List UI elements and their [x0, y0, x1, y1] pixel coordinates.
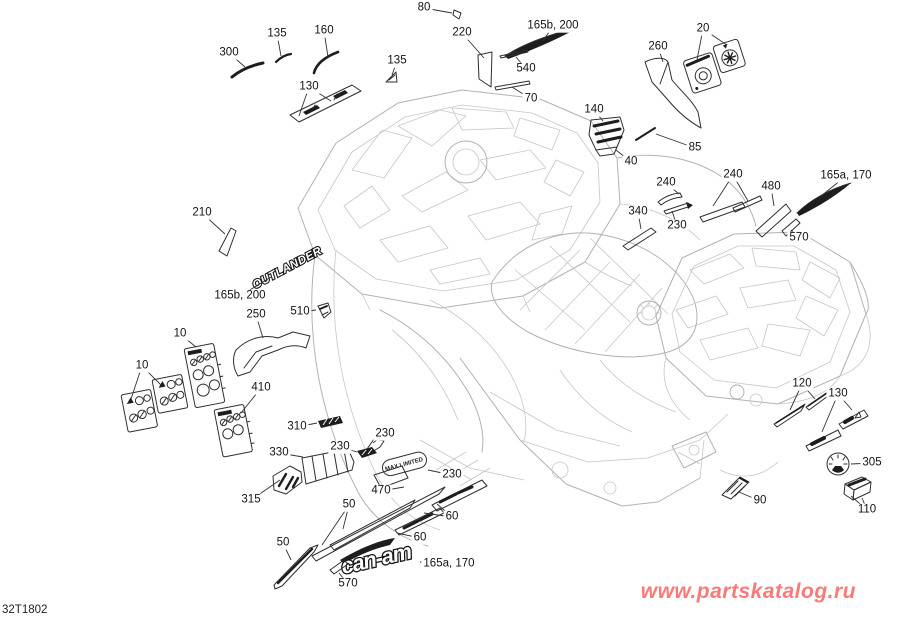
decal-240-strips-right	[699, 195, 763, 223]
decal-480-panel	[755, 203, 792, 238]
callout-130: 130	[297, 80, 321, 94]
callout-10: 10	[171, 327, 189, 341]
callout-165a-170: 165a, 170	[421, 557, 477, 571]
decal-570-small	[329, 559, 349, 575]
callout-410: 410	[249, 381, 273, 395]
callout-310: 310	[285, 420, 309, 434]
callout-570: 570	[336, 577, 360, 591]
callout-510: 510	[288, 305, 312, 319]
callout-230: 230	[373, 427, 397, 441]
callout-165b-200: 165b, 200	[525, 19, 581, 33]
callout-50: 50	[274, 536, 292, 550]
callout-165a-170: 165a, 170	[818, 169, 874, 183]
decal-300-swoosh	[230, 61, 265, 79]
decal-220-panel	[477, 51, 493, 88]
decal-10-warning-card-mid	[151, 374, 189, 414]
callout-480: 480	[759, 180, 783, 194]
callout-60: 60	[443, 510, 461, 524]
decal-80-sliver	[452, 9, 462, 20]
decal-510-small	[317, 302, 332, 319]
decal-135-triangle	[385, 71, 398, 83]
callout-135: 135	[265, 27, 289, 41]
watermark-link[interactable]: www.partskatalog.ru	[640, 580, 856, 603]
callout-220: 220	[450, 26, 474, 40]
decal-50-blade-long	[311, 486, 446, 562]
callout-110: 110	[855, 503, 879, 517]
decal-160-swoosh	[312, 50, 340, 75]
callout-570: 570	[787, 231, 811, 245]
decal-85-strip	[635, 127, 656, 141]
callout-50: 50	[340, 498, 358, 512]
decal-140-striped-cap	[588, 116, 625, 157]
callout-540: 540	[514, 62, 538, 76]
callout-80: 80	[415, 1, 433, 15]
callout-120: 120	[790, 377, 814, 391]
decal-410-warning-card	[213, 404, 255, 458]
callout-20: 20	[694, 22, 712, 36]
decal-340-panel	[622, 227, 657, 251]
callout-230: 230	[440, 468, 464, 482]
callout-240: 240	[654, 176, 678, 190]
callout-340: 340	[626, 205, 650, 219]
callout-240: 240	[721, 168, 745, 182]
decal-230-dark-piece	[357, 447, 377, 458]
decal-310-strip	[318, 416, 343, 428]
decal-130-strips-right	[805, 409, 869, 452]
callout-210: 210	[190, 206, 214, 220]
callout-40: 40	[622, 155, 640, 169]
callout-10: 10	[133, 359, 151, 373]
decal-240-curved-left	[657, 192, 683, 206]
decal-90-card	[721, 476, 750, 500]
callout-300: 300	[217, 46, 241, 60]
callout-260: 260	[646, 40, 670, 54]
atv-line-art	[297, 89, 871, 547]
callout-230: 230	[328, 440, 352, 454]
callout-330: 330	[267, 446, 291, 460]
decal-50-blade-left	[273, 544, 319, 590]
callout-160: 160	[312, 24, 336, 38]
decal-470-panel	[373, 465, 409, 489]
callout-90: 90	[751, 494, 769, 508]
decal-70-strip	[494, 80, 531, 91]
callout-230: 230	[665, 219, 689, 233]
decal-135-swoosh-left	[274, 52, 293, 64]
callout-85: 85	[686, 141, 704, 155]
decal-210-panel	[218, 227, 237, 257]
callout-130: 130	[826, 387, 850, 401]
decal-10-warning-card-large	[183, 343, 226, 409]
decal-540-strip	[499, 49, 529, 59]
decal-305-gauge	[826, 452, 850, 476]
callout-135: 135	[385, 54, 409, 68]
decal-230-strip-top	[663, 202, 693, 215]
callout-165b-200: 165b, 200	[212, 289, 268, 303]
callout-315: 315	[239, 493, 263, 507]
callout-250: 250	[244, 308, 268, 322]
decal-570-panel-right	[781, 218, 801, 237]
callout-305: 305	[860, 456, 884, 470]
callout-60: 60	[411, 531, 429, 545]
drawing-code: 32T1802	[2, 604, 48, 616]
callout-470: 470	[369, 484, 393, 498]
callout-70: 70	[522, 92, 540, 106]
callout-140: 140	[582, 103, 606, 117]
